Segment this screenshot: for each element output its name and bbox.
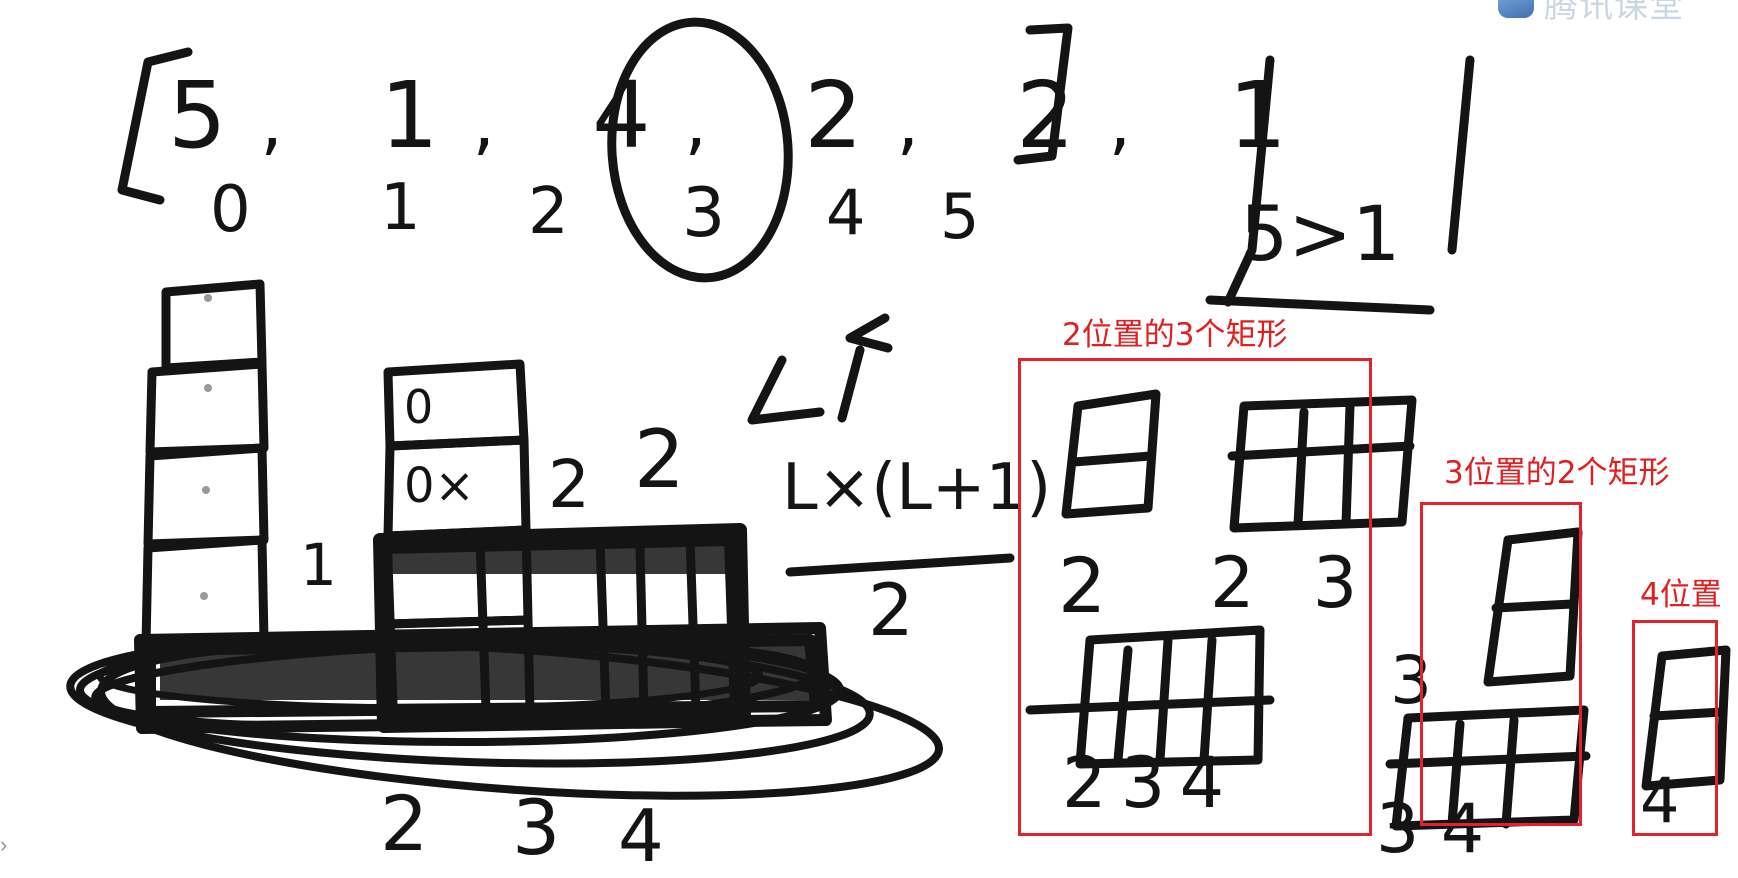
sketch-pos4-label-a: 4 xyxy=(1640,764,1680,837)
fraction-bar xyxy=(785,553,1015,577)
watermark-logo-text: 腾讯课堂 xyxy=(1544,0,1684,22)
bottom-label-4: 4 xyxy=(618,794,664,878)
zero-cell-top: 0 xyxy=(404,380,434,434)
array-index-2: 2 xyxy=(528,175,569,249)
side-note: 5>1 xyxy=(1240,189,1401,278)
watermark-logo: 腾讯课堂 xyxy=(1492,0,1738,22)
sketch-pos3-label-a: 3 xyxy=(1390,642,1432,719)
sketch-pos2-label-a: 2 xyxy=(1058,541,1107,630)
tencent-class-icon xyxy=(1498,0,1534,18)
array-value-0: 5 xyxy=(168,62,261,169)
annotation-box-pos3 xyxy=(1420,502,1582,826)
array-index-3: 3 xyxy=(682,174,726,253)
formula-denominator: 2 xyxy=(868,568,914,652)
bar2-label: 2 xyxy=(548,446,590,523)
array-index-5: 5 xyxy=(940,180,980,253)
array-value-5: 1 xyxy=(1228,62,1321,169)
annotation-box-pos4 xyxy=(1632,620,1718,836)
array-values: 5, 1, 4, 2, 2, 1 xyxy=(168,62,1321,169)
note-outline xyxy=(1205,55,1475,315)
circle-index-3 xyxy=(607,17,793,283)
edge-arrow-icon: › xyxy=(0,832,8,857)
sketch-pos3 xyxy=(1385,527,1591,831)
bar1-label: 1 xyxy=(300,531,337,599)
array-value-1: 1 xyxy=(380,62,473,169)
array-index-0: 0 xyxy=(210,173,251,247)
formula-numerator: L×(L+1) xyxy=(782,451,1052,525)
array-close-bracket xyxy=(1013,23,1073,165)
array-value-3: 2 xyxy=(804,62,897,169)
sketch-pos4 xyxy=(1641,645,1731,791)
sketch-pos2-label-b: 2 3 xyxy=(1210,542,1376,624)
bottom-label-2: 2 xyxy=(380,779,429,868)
array-index-4: 4 xyxy=(826,176,866,249)
sketch-pos2 xyxy=(1025,389,1417,769)
scribble-highlight xyxy=(66,523,944,800)
bar3-label: 2 xyxy=(634,413,685,506)
annotation-pos2: 2位置的3个矩形 xyxy=(1062,317,1288,353)
annotation-box-pos2 xyxy=(1018,358,1372,836)
annotation-pos3: 3位置的2个矩形 xyxy=(1444,455,1670,491)
array-open-bracket xyxy=(117,47,193,205)
array-index-1: 1 xyxy=(380,171,421,245)
array-value-4: 2 xyxy=(1016,62,1109,169)
array-value-2: 4 xyxy=(592,62,685,169)
bottom-label-3: 3 xyxy=(512,783,561,872)
tower-index-0 xyxy=(141,279,269,649)
annotation-pos4: 4位置 xyxy=(1640,577,1722,613)
sketch-pos2-label-c: 2 3 4 xyxy=(1062,742,1224,824)
sketch-pos3-label-b: 3 4 xyxy=(1376,790,1485,869)
zero-x-label: 0× xyxy=(404,458,475,514)
l-less-than-mark xyxy=(747,313,893,425)
